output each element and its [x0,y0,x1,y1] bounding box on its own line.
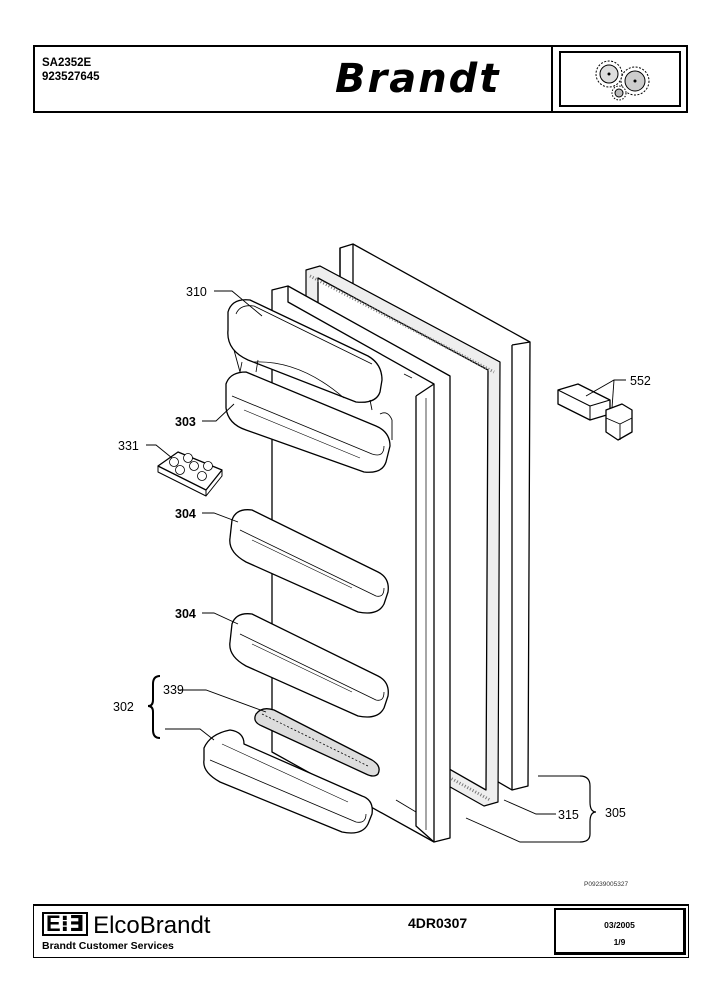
date-page-box: 03/2005 1/9 [554,908,686,955]
bottle-shelf-part [203,729,373,834]
gears-icon [595,60,650,101]
top-shelf-part [225,359,393,473]
callout-303: 303 [175,415,196,429]
manufacturer-name: ElcoBrandt [93,912,211,939]
header-divider [551,47,553,111]
customer-services-label: Brandt Customer Services [42,940,174,952]
callout-315: 315 [558,808,579,822]
callout-339: 339 [163,683,184,697]
lower-shelf-part [229,613,389,718]
bottle-retainer-part [254,708,380,777]
callout-552: 552 [630,374,651,388]
gear-logo-box [559,51,681,107]
egg-tray-part [157,451,223,497]
footer-block: E⁝∃ElcoBrandt Brandt Customer Services 4… [33,904,689,958]
product-number: 923527645 [42,71,100,83]
document-date: 03/2005 [604,920,635,930]
drawing-reference-code: P09239005327 [584,881,628,888]
title-block: SA2352E 923527645 Brandt [33,45,688,113]
callout-302: 302 [113,700,134,714]
callout-331: 331 [118,439,139,453]
brand-logo: Brandt [335,56,501,102]
middle-shelf-part [229,509,389,614]
callout-304-lower: 304 [175,607,196,621]
callout-310: 310 [186,285,207,299]
elcobrandt-mark-icon: E⁝∃ [42,912,89,936]
model-info: SA2352E 923527645 [42,56,100,84]
page-number: 1/9 [613,937,626,947]
callout-305: 305 [605,806,626,820]
callout-304-middle: 304 [175,507,196,521]
document-code: 4DR0307 [408,915,468,931]
leader-lines [146,290,626,843]
manufacturer-logo: E⁝∃ElcoBrandt [42,912,210,939]
model-code: SA2352E [42,57,92,69]
hinge-bracket-part [557,383,633,441]
